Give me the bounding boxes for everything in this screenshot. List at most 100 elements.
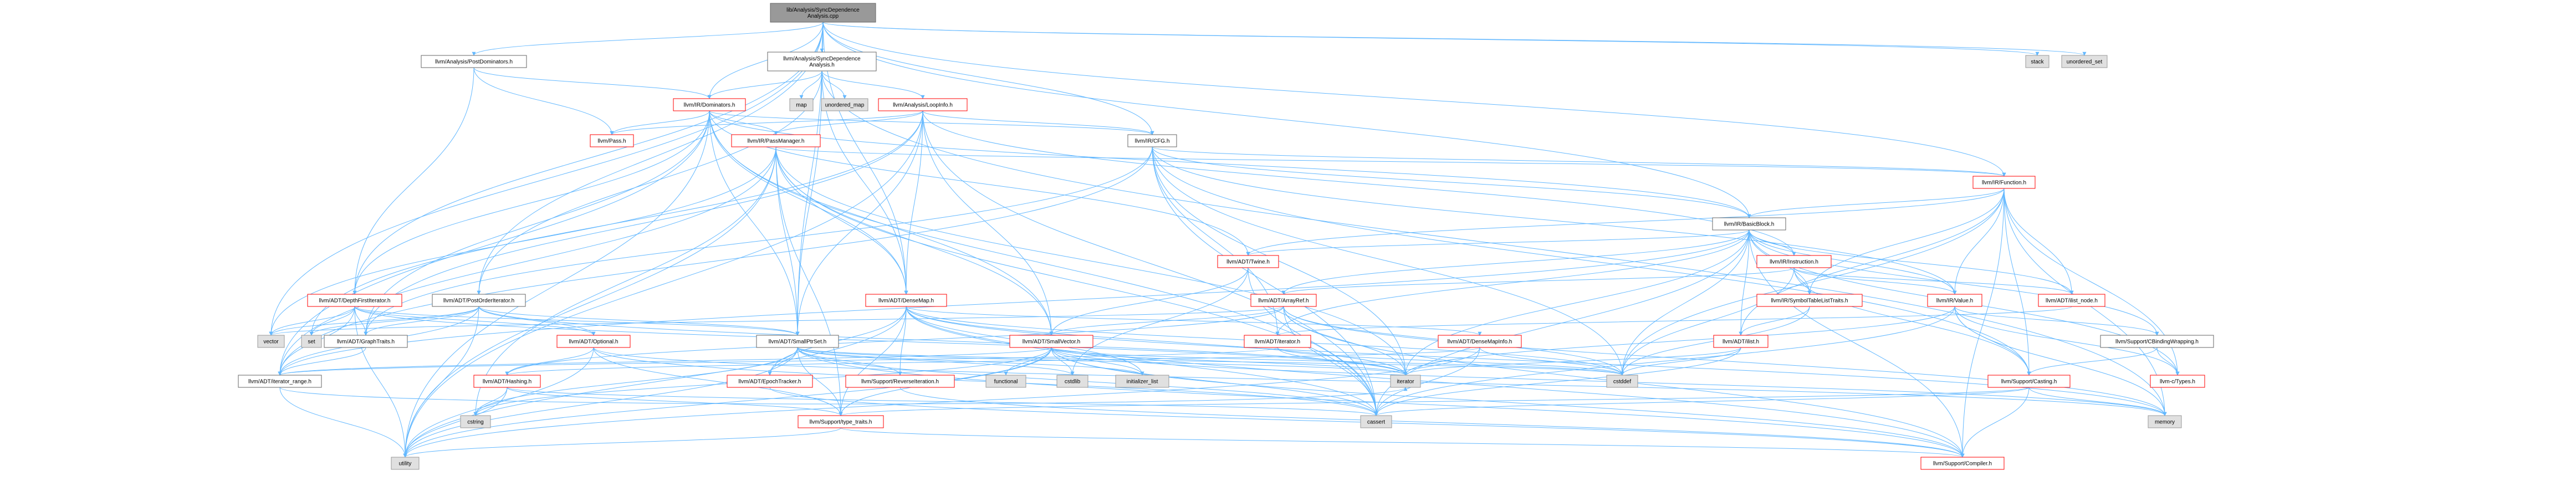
edge-function-to-ilistnode (2003, 188, 2074, 295)
node-optional[interactable]: llvm/ADT/Optional.h (556, 335, 631, 348)
edge-dominators-to-dfi (352, 110, 710, 295)
edge-ilist-to-cassert (1374, 347, 1741, 416)
node-functional[interactable]: functional (985, 375, 1026, 388)
node-unordered_map[interactable]: unordered_map (821, 98, 868, 111)
node-densemap[interactable]: llvm/ADT/DenseMap.h (865, 294, 947, 307)
node-cassert[interactable]: cassert (1360, 415, 1392, 428)
edge-sda-to-smallptrset (795, 70, 822, 336)
node-box (1438, 335, 1522, 348)
node-iterator[interactable]: llvm/ADT/iterator.h (1244, 335, 1311, 348)
edge-densemap-to-iteratorstd (906, 306, 1408, 376)
edge-function-to-compiler (1960, 188, 2005, 458)
edge-passmanager-to-smallptrset (775, 146, 800, 336)
node-typetraits[interactable]: llvm/Support/type_traits.h (798, 415, 884, 428)
edge-loopinfo-to-smallvector (922, 110, 1054, 336)
edge-typetraits-to-compiler (840, 427, 1965, 458)
node-box (1244, 335, 1311, 348)
node-stack[interactable]: stack (2025, 55, 2049, 68)
edge-instruction-to-symtab (1793, 267, 1812, 295)
edge-smallvector-to-initlist (1051, 347, 1144, 376)
node-label: llvm/ADT/ilist_node.h (2046, 298, 2098, 304)
node-map[interactable]: map (789, 98, 814, 111)
node-label: set (308, 339, 315, 345)
node-unordered_set[interactable]: unordered_set (2061, 55, 2108, 68)
edge-cfg-to-cstddef (1152, 146, 1624, 376)
edge-densemapinfo-to-cassert (1374, 347, 1480, 416)
node-box (556, 335, 631, 348)
node-basicblock[interactable]: llvm/IR/BasicBlock.h (1712, 217, 1786, 231)
node-memory[interactable]: memory (2148, 415, 2182, 428)
node-iteratorstd[interactable]: iterator (1390, 375, 1421, 388)
node-label: initializer_list (1127, 379, 1158, 385)
node-casting[interactable]: llvm/Support/Casting.h (1987, 375, 2071, 388)
node-ilist[interactable]: llvm/ADT/ilist.h (1713, 335, 1769, 348)
node-compiler[interactable]: llvm/Support/Compiler.h (1920, 457, 2005, 470)
node-cstring[interactable]: cstring (460, 415, 491, 428)
edge-basicblock-to-cstddef (1620, 229, 1750, 376)
node-label: llvm/Analysis/SyncDependence (783, 56, 861, 62)
node-twine[interactable]: llvm/ADT/Twine.h (1217, 255, 1279, 268)
node-loopinfo[interactable]: llvm/Analysis/LoopInfo.h (878, 98, 968, 111)
edge-root-to-function (822, 22, 2006, 177)
edge-arrayref-to-vector (269, 306, 1284, 336)
node-box (798, 415, 884, 428)
node-smallvector[interactable]: llvm/ADT/SmallVector.h (1009, 335, 1093, 348)
node-cstdlib[interactable]: cstdlib (1056, 375, 1088, 388)
edge-layer (269, 22, 2180, 458)
node-box (985, 375, 1026, 388)
node-cbw[interactable]: llvm/Support/CBindingWrapping.h (2100, 335, 2214, 348)
node-label: llvm/Support/ReverseIteration.h (861, 379, 939, 385)
edge-function-to-value (1953, 188, 2005, 295)
edge-loopinfo-to-utility (403, 110, 923, 458)
node-label: llvm/Support/Compiler.h (1933, 461, 1992, 467)
node-initlist[interactable]: initializer_list (1115, 375, 1169, 388)
node-ilistnode[interactable]: llvm/ADT/ilist_node.h (2038, 294, 2105, 307)
node-value[interactable]: llvm/IR/Value.h (1927, 294, 1982, 307)
edge-poi-to-vector (269, 306, 479, 336)
edge-hashing-to-cassert (507, 387, 1378, 416)
node-densemapinfo[interactable]: llvm/ADT/DenseMapInfo.h (1438, 335, 1522, 348)
node-cfg[interactable]: llvm/IR/CFG.h (1127, 134, 1177, 147)
edge-root-to-stack (822, 22, 2040, 56)
node-ctypes[interactable]: llvm-c/Types.h (2150, 375, 2205, 388)
node-set[interactable]: set (301, 335, 322, 348)
node-epoch[interactable]: llvm/ADT/EpochTracker.h (727, 375, 813, 388)
node-smallptrset[interactable]: llvm/ADT/SmallPtrSet.h (756, 335, 839, 348)
node-label: llvm/ADT/Twine.h (1226, 259, 1270, 265)
node-cstddef[interactable]: cstddef (1606, 375, 1638, 388)
node-pass[interactable]: llvm/Pass.h (590, 134, 634, 147)
node-box (731, 134, 821, 147)
node-box (2150, 375, 2205, 388)
edge-basicblock-to-arrayref (1281, 229, 1750, 295)
node-iterrange[interactable]: llvm/ADT/iterator_range.h (238, 375, 322, 388)
edge-dfi-to-utility (354, 306, 407, 458)
node-graphtraits[interactable]: llvm/ADT/GraphTraits.h (324, 335, 408, 348)
node-label: llvm-c/Types.h (2160, 379, 2195, 385)
edge-pdom-to-dominators (473, 67, 712, 99)
edge-basicblock-to-ilist (1739, 229, 1750, 336)
node-hashing[interactable]: llvm/ADT/Hashing.h (473, 375, 541, 388)
node-arrayref[interactable]: llvm/ADT/ArrayRef.h (1250, 294, 1317, 307)
edge-passmanager-to-vector (269, 146, 776, 336)
node-passmanager[interactable]: llvm/IR/PassManager.h (731, 134, 821, 147)
edge-densemap-to-typetraits (839, 306, 907, 416)
node-vector[interactable]: vector (257, 335, 285, 348)
edge-dominators-to-iterrange (278, 110, 710, 376)
node-symtab[interactable]: llvm/IR/SymbolTableListTraits.h (1756, 294, 1863, 307)
node-utility[interactable]: utility (391, 457, 420, 470)
node-box (1927, 294, 1982, 307)
node-dfi[interactable]: llvm/ADT/DepthFirstIterator.h (307, 294, 402, 307)
node-pdom[interactable]: llvm/Analysis/PostDominators.h (421, 55, 527, 68)
edge-passmanager-to-typetraits (775, 146, 843, 416)
node-reviter[interactable]: llvm/Support/ReverseIteration.h (845, 375, 955, 388)
node-instruction[interactable]: llvm/IR/Instruction.h (1756, 255, 1832, 268)
node-function[interactable]: llvm/IR/Function.h (1972, 176, 2036, 189)
edge-densemap-to-compiler (906, 306, 1965, 458)
node-poi[interactable]: llvm/ADT/PostOrderIterator.h (432, 294, 526, 307)
edge-hashing-to-cstring (473, 387, 508, 416)
node-label: llvm/IR/Instruction.h (1770, 259, 1818, 265)
node-dominators[interactable]: llvm/IR/Dominators.h (673, 98, 746, 111)
edge-cfg-to-value (1152, 146, 1957, 295)
